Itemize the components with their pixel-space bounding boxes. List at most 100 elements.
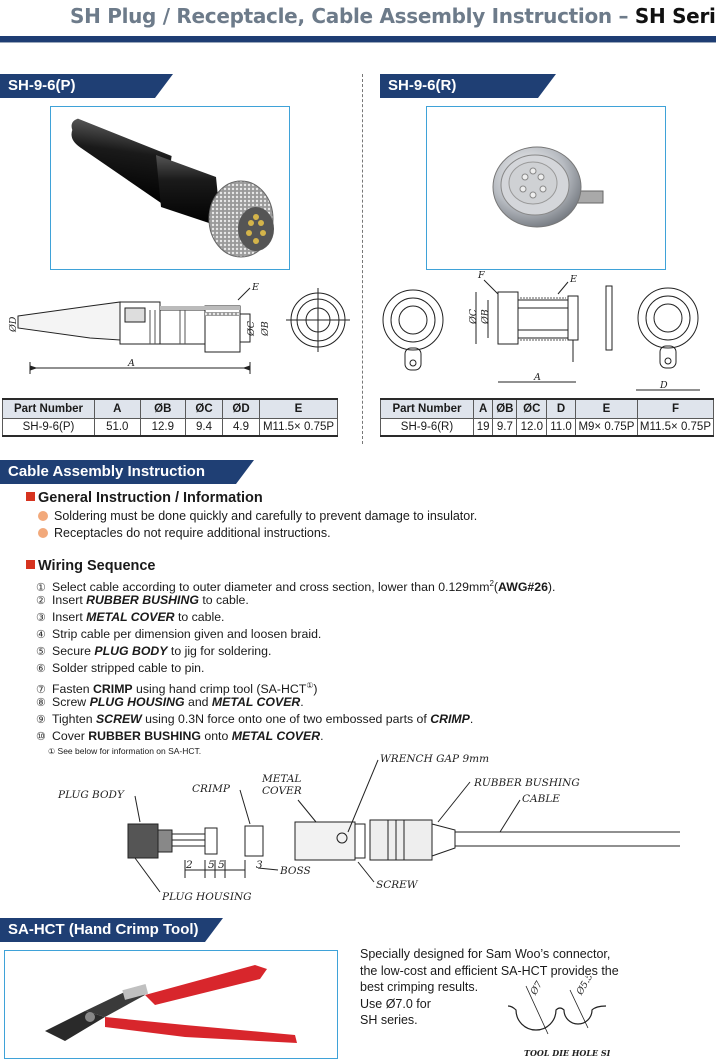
col-header: E	[574, 398, 638, 419]
step-text: using hand crimp tool (SA-HCT	[132, 682, 307, 697]
label-metal: METAL	[261, 773, 301, 785]
col-header: Part Number	[2, 398, 95, 419]
step-bold: PLUG BODY	[94, 644, 168, 658]
die-size-5-5: Ø5.5	[574, 976, 595, 998]
step-text: onto	[200, 729, 232, 743]
step-text: .	[469, 712, 474, 726]
receptacle-dim-a: A	[533, 372, 541, 383]
tool-description: Specially designed for Sam Woo’s connect…	[360, 946, 660, 1029]
col-header: E	[259, 398, 338, 419]
step-text: and	[184, 695, 212, 709]
bullet-dot-icon	[38, 511, 48, 521]
footnote: ① See below for information on SA-HCT.	[48, 746, 201, 756]
tool-text-line: best crimping results.	[360, 980, 479, 994]
table-cell: M9× 0.75P	[574, 417, 638, 437]
step-number: ④	[36, 629, 46, 641]
col-header: ØB	[139, 398, 187, 419]
col-header: A	[472, 398, 494, 419]
tool-text-line: the low-cost and efficient SA-HCT provid…	[360, 963, 619, 978]
label-plug-body: PLUG BODY	[57, 789, 125, 801]
footnote-number: ①	[48, 747, 56, 756]
receptacle-heading: SH-9-6(R)	[380, 74, 556, 98]
table-cell: M11.5× 0.75P	[636, 417, 715, 437]
step-text: Select cable according to outer diameter…	[52, 580, 490, 595]
receptacle-drawing: F E A D ØC ØB	[382, 270, 700, 391]
step-number: ⑩	[36, 731, 46, 743]
step-text: Strip cable per dimension given and loos…	[52, 627, 322, 641]
footnote-text: See below for information on SA-HCT.	[55, 746, 202, 756]
step-text: Solder stripped cable to pin.	[52, 661, 205, 675]
step-text: )	[313, 682, 318, 697]
plug-dim-d: ØD	[8, 316, 19, 333]
plug-dim-c: ØC	[246, 320, 257, 337]
label-rubber-bushing: RUBBER BUSHING	[473, 777, 580, 789]
plug-heading: SH-9-6(P)	[0, 74, 173, 98]
col-header: ØC	[516, 398, 548, 419]
square-marker-icon	[26, 492, 35, 501]
page-title: SH Plug / Receptacle, Cable Assembly Ins…	[70, 4, 716, 28]
dim-3: 3	[256, 859, 263, 871]
receptacle-dim-d: D	[659, 380, 668, 391]
dim-5b: 5	[218, 859, 225, 871]
table-cell: M11.5× 0.75P	[259, 417, 338, 437]
plug-drawing: E A ØD ØC ØB	[8, 282, 350, 374]
table-row: SH-9-6(P) 51.0 12.9 9.4 4.9 M11.5× 0.75P	[2, 417, 338, 437]
step-number: ②	[36, 595, 46, 607]
crimp-tool-image	[45, 965, 297, 1043]
table-cell: 12.9	[139, 417, 187, 437]
step-4: ④ Strip cable per dimension given and loo…	[36, 626, 555, 643]
receptacle-spec-table: Part Number A ØB ØC D E F SH-9-6(R) 19 9…	[380, 398, 715, 437]
label-screw: SCREW	[376, 879, 419, 891]
step-bold: RUBBER BUSHING	[86, 593, 199, 607]
step-text: Secure	[52, 644, 95, 658]
assembly-diagram: PLUG BODY CRIMP METAL COVER WRENCH GAP 9…	[57, 753, 680, 903]
col-header: D	[546, 398, 576, 419]
col-header: ØD	[222, 398, 260, 419]
list-item: Receptacles do not require additional in…	[38, 526, 331, 540]
die-size-7: Ø7	[528, 979, 545, 998]
title-text: SH Plug / Receptacle, Cable Assembly Ins…	[70, 4, 629, 28]
col-header: F	[636, 398, 715, 419]
wiring-title-text: Wiring Sequence	[38, 558, 156, 574]
plug-spec-table: Part Number A ØB ØC ØD E SH-9-6(P) 51.0 …	[2, 398, 338, 437]
step-number: ⑦	[36, 684, 46, 697]
plug-dim-b: ØB	[260, 321, 271, 337]
table-cell: 12.0	[516, 417, 548, 437]
tool-text-line: Use Ø7.0 for	[360, 996, 431, 1011]
step-text: to cable.	[174, 610, 225, 624]
table-cell: 19	[472, 417, 494, 437]
page-header: SH Plug / Receptacle, Cable Assembly Ins…	[0, 0, 716, 44]
table-header-row: Part Number A ØB ØC D E F	[380, 398, 715, 419]
step-text: to jig for soldering.	[167, 644, 272, 658]
col-header: ØC	[185, 398, 223, 419]
step-number: ⑥	[36, 663, 46, 675]
step-bold: METAL COVER	[86, 610, 175, 624]
label-cable: CABLE	[522, 793, 560, 805]
step-bold: CRIMP	[430, 712, 470, 726]
assembly-heading: Cable Assembly Instruction	[0, 460, 254, 484]
step-6: ⑥ Solder stripped cable to pin.	[36, 660, 555, 677]
label-boss: BOSS	[279, 865, 311, 877]
table-cell: 9.7	[492, 417, 518, 437]
step-text: ).	[547, 580, 556, 595]
table-cell: 9.4	[185, 417, 223, 437]
series-name: SH Series	[634, 4, 716, 28]
col-header: Part Number	[380, 398, 474, 419]
wiring-steps: ① Select cable according to outer diamete…	[36, 575, 555, 745]
step-bold: CRIMP	[93, 682, 133, 697]
step-number: ⑨	[36, 714, 46, 726]
step-text: to cable.	[198, 593, 249, 607]
step-sup: ①	[306, 681, 314, 690]
step-bold: METAL COVER	[211, 695, 301, 709]
step-number: ⑧	[36, 697, 46, 709]
label-plug-housing: PLUG HOUSING	[161, 891, 252, 903]
step-number: ①	[36, 582, 46, 595]
receptacle-photo	[426, 106, 666, 270]
tool-photo	[4, 950, 338, 1059]
step-bold: METAL COVER	[231, 729, 321, 743]
receptacle-dim-f: F	[477, 270, 485, 281]
